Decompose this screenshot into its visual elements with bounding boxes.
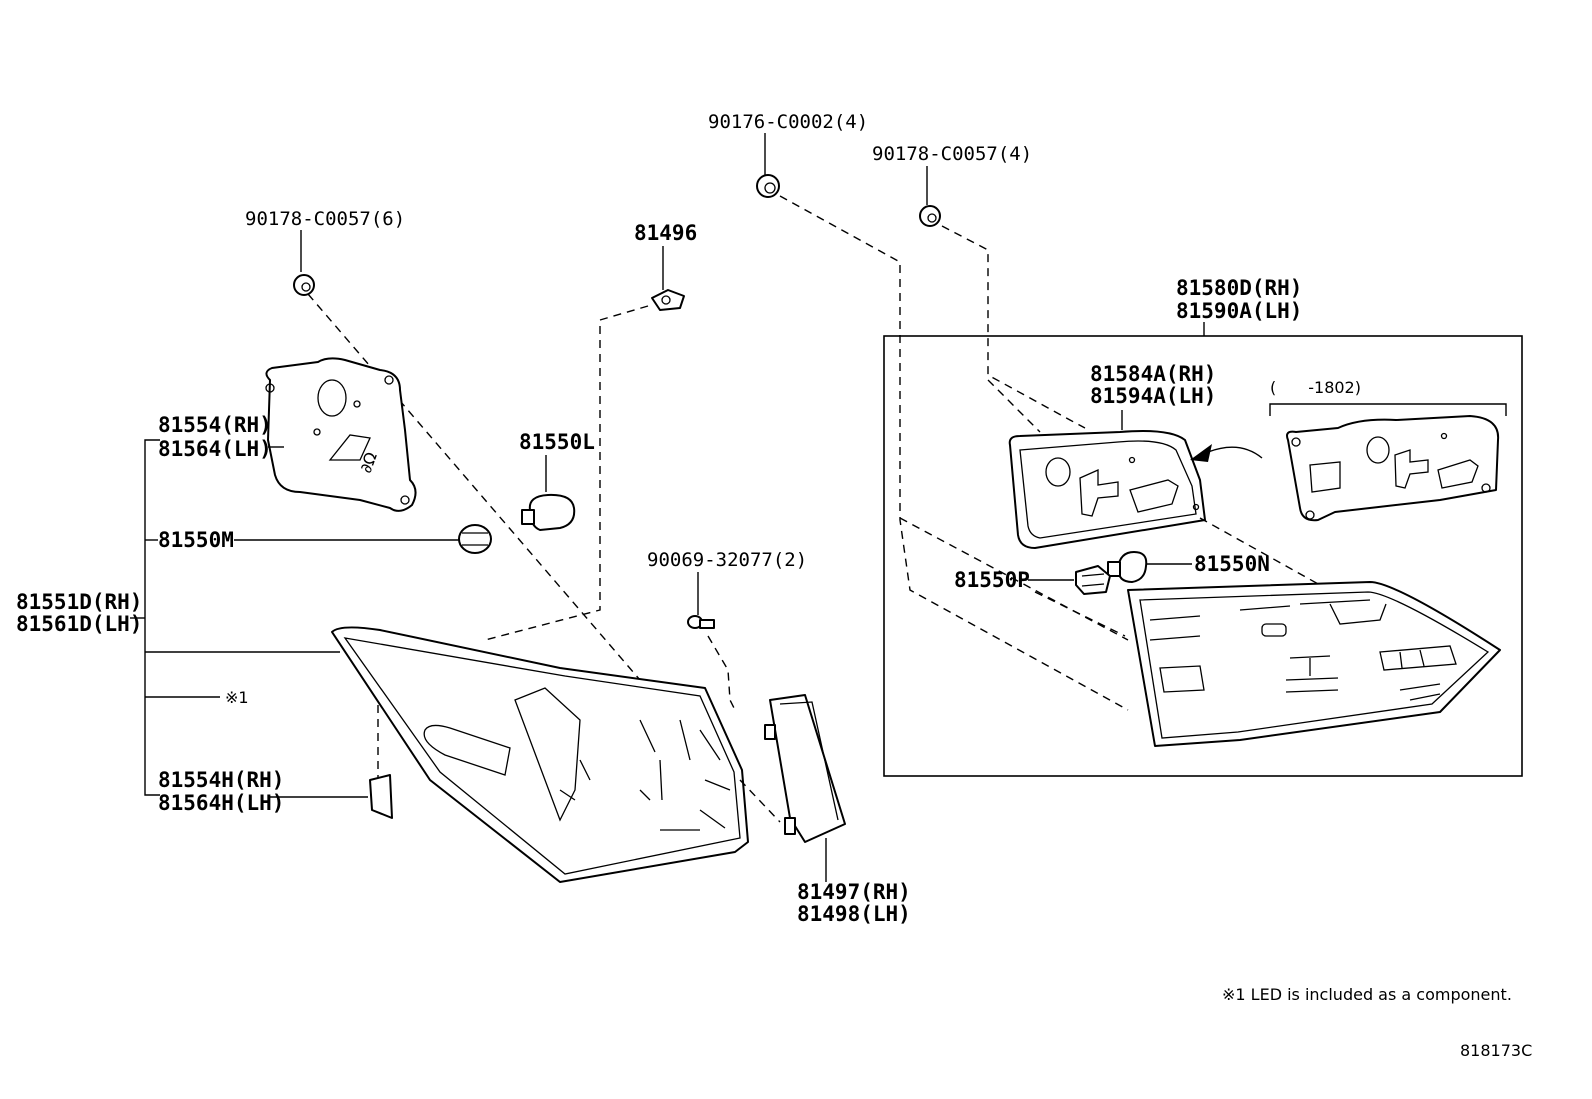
label-gasket-lh[interactable]: 81564(LH) [158, 437, 272, 461]
label-inner-gasket-rh[interactable]: 81584A(RH) [1090, 362, 1216, 386]
label-reflector-rh[interactable]: 81497(RH) [797, 880, 911, 904]
diagram-id: 818173C [1460, 1041, 1532, 1060]
rear-combination-lamp-icon [331, 626, 749, 883]
label-lamp-rh[interactable]: 81551D(RH) [16, 590, 142, 614]
label-inner-gasket-lh[interactable]: 81594A(LH) [1090, 384, 1216, 408]
socket-81550P-icon [1075, 565, 1111, 595]
screw-90069-icon [687, 615, 715, 629]
clip-81496-icon [651, 289, 685, 311]
label-socket-81550P[interactable]: 81550P [954, 568, 1030, 592]
inner-gasket-81584A-icon [1008, 430, 1206, 549]
replacement-arrow-icon [1190, 444, 1263, 462]
bulb-81550L-icon [521, 493, 576, 531]
reflector-81497-icon [764, 694, 846, 843]
clip-90176-icon [756, 174, 780, 198]
cover-81554H-icon [369, 774, 393, 819]
label-assy-lh[interactable]: 81590A(LH) [1176, 299, 1302, 323]
label-date-range[interactable]: ( -1802) [1270, 378, 1361, 397]
label-cover-lh[interactable]: 81564H(LH) [158, 791, 284, 815]
label-socket-81550M[interactable]: 81550M [158, 528, 234, 552]
label-clip-81496[interactable]: 81496 [634, 221, 697, 245]
label-screw-90069[interactable]: 90069-32077(2) [647, 549, 807, 571]
footnote: ※1 LED is included as a component. [1222, 985, 1512, 1004]
gasket-81554-icon: ∂Ω [265, 357, 417, 512]
inner-lamp-assembly-icon [1127, 581, 1501, 747]
label-clip-90178-4[interactable]: 90178-C0057(4) [872, 143, 1032, 165]
label-bulb-81550L[interactable]: 81550L [519, 430, 595, 454]
label-note-ref[interactable]: ※1 [225, 688, 249, 707]
label-gasket-rh[interactable]: 81554(RH) [158, 413, 272, 437]
label-clip-90176[interactable]: 90176-C0002(4) [708, 111, 868, 133]
clip-90178-4-icon [919, 205, 941, 227]
bulb-81550N-icon [1107, 551, 1148, 583]
assembly-box [883, 335, 1523, 777]
label-bulb-81550N[interactable]: 81550N [1194, 552, 1270, 576]
label-assy-rh[interactable]: 81580D(RH) [1176, 276, 1302, 300]
socket-81550M-icon [458, 524, 492, 554]
label-cover-rh[interactable]: 81554H(RH) [158, 768, 284, 792]
label-clip-90178-6[interactable]: 90178-C0057(6) [245, 208, 405, 230]
label-reflector-lh[interactable]: 81498(LH) [797, 902, 911, 926]
clip-90178-6-icon [293, 274, 315, 296]
old-gasket-icon [1286, 415, 1500, 522]
label-lamp-lh[interactable]: 81561D(LH) [16, 612, 142, 636]
